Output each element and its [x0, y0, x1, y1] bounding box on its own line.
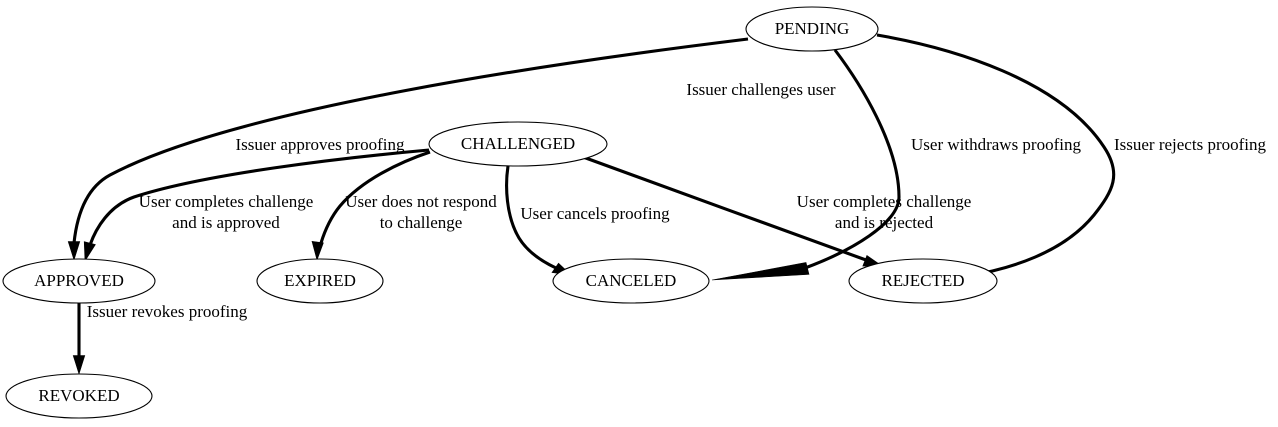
- edge-approved-to-revoked[interactable]: [72, 303, 86, 376]
- node-rejected[interactable]: REJECTED: [848, 258, 998, 304]
- edge-path-challenged-expired: [319, 150, 431, 244]
- edge-label-challenged-rejected-line1: User completes challenge: [797, 192, 972, 211]
- edge-label-pending-rejected: Issuer rejects proofing: [1114, 135, 1267, 154]
- node-expired[interactable]: EXPIRED: [256, 258, 384, 304]
- node-canceled-shape: [552, 258, 710, 304]
- edge-label-challenged-expired-line2: to challenge: [380, 213, 463, 232]
- node-pending-label: PENDING: [775, 19, 850, 38]
- edge-label-approved-revoked: Issuer revokes proofing: [87, 302, 248, 321]
- edge-path-challenged-approved: [88, 148, 430, 246]
- node-rejected-label: REJECTED: [881, 271, 964, 290]
- edge-path-pending-approved: [72, 37, 749, 244]
- node-approved-label: APPROVED: [34, 271, 124, 290]
- node-revoked-shape: [5, 373, 153, 419]
- edge-pending-to-canceled[interactable]: [711, 49, 901, 281]
- edge-path-challenged-rejected: [582, 155, 867, 262]
- edge-pending-to-approved[interactable]: [67, 37, 749, 262]
- node-challenged-label: CHALLENGED: [461, 134, 575, 153]
- node-approved-shape: [2, 258, 156, 304]
- node-revoked-label: REVOKED: [38, 386, 119, 405]
- edge-label-challenged-canceled: User cancels proofing: [520, 204, 670, 223]
- node-pending-shape: [745, 6, 879, 52]
- arrowhead-challenged-approved: [83, 241, 96, 262]
- edge-label-group: Issuer challenges user Issuer approves p…: [87, 80, 1267, 321]
- edge-challenged-to-approved[interactable]: [83, 148, 430, 262]
- edge-label-pending-challenged: Issuer challenges user: [686, 80, 836, 99]
- edge-label-challenged-rejected-line2: and is rejected: [835, 213, 934, 232]
- edge-path-pending-rejected: [876, 33, 1116, 278]
- node-expired-label: EXPIRED: [284, 271, 356, 290]
- node-pending[interactable]: PENDING: [745, 6, 879, 52]
- edge-challenged-to-expired[interactable]: [311, 150, 431, 261]
- edge-path-pending-canceled: [804, 49, 901, 270]
- node-revoked[interactable]: REVOKED: [5, 373, 153, 419]
- node-challenged-shape: [428, 121, 608, 167]
- edge-label-pending-approved: Issuer approves proofing: [235, 135, 405, 154]
- edge-label-challenged-approved-line1: User completes challenge: [139, 192, 314, 211]
- arrowhead-pending-canceled: [711, 262, 810, 281]
- edge-path-challenged-canceled: [505, 165, 557, 270]
- node-canceled-label: CANCELED: [586, 271, 677, 290]
- edge-label-challenged-approved-line2: and is approved: [172, 213, 280, 232]
- node-challenged[interactable]: CHALLENGED: [428, 121, 608, 167]
- edge-pending-to-rejected[interactable]: [876, 33, 1116, 284]
- arrowhead-approved-revoked: [72, 355, 86, 376]
- node-approved[interactable]: APPROVED: [2, 258, 156, 304]
- edge-label-pending-canceled: User withdraws proofing: [911, 135, 1081, 154]
- arrowhead-challenged-expired: [311, 240, 324, 261]
- edge-label-challenged-expired-line1: User does not respond: [345, 192, 497, 211]
- node-rejected-shape: [848, 258, 998, 304]
- arrowhead-pending-approved: [67, 241, 81, 262]
- node-canceled[interactable]: CANCELED: [552, 258, 710, 304]
- node-expired-shape: [256, 258, 384, 304]
